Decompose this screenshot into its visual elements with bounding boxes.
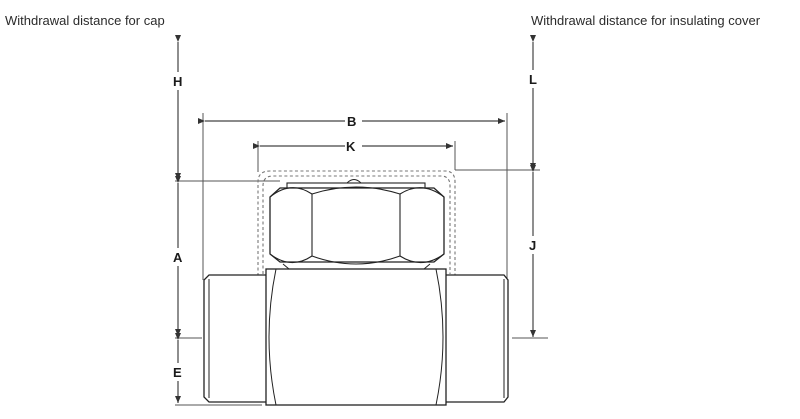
cover-withdrawal-caption: Withdrawal distance for insulating cover <box>531 13 761 28</box>
dim-label-b: B <box>347 114 356 129</box>
dimension-k: K <box>253 139 540 172</box>
trap-body <box>203 268 509 406</box>
dimension-b: B <box>198 113 508 280</box>
dimension-a: A <box>173 176 280 336</box>
dim-label-j: J <box>529 238 536 253</box>
insulating-cover-outline <box>257 170 456 276</box>
dim-label-l: L <box>529 72 537 87</box>
dimension-j: J <box>512 165 548 339</box>
dimension-l: L <box>529 35 537 170</box>
dim-label-a: A <box>173 250 183 265</box>
dim-label-k: K <box>346 139 356 154</box>
dim-label-e: E <box>173 365 182 380</box>
dimension-e: E <box>173 333 262 406</box>
cap-hex-nut <box>269 179 445 270</box>
cap-withdrawal-caption: Withdrawal distance for cap <box>5 13 165 28</box>
dim-label-h: H <box>173 74 182 89</box>
dimension-h: H <box>173 35 182 180</box>
